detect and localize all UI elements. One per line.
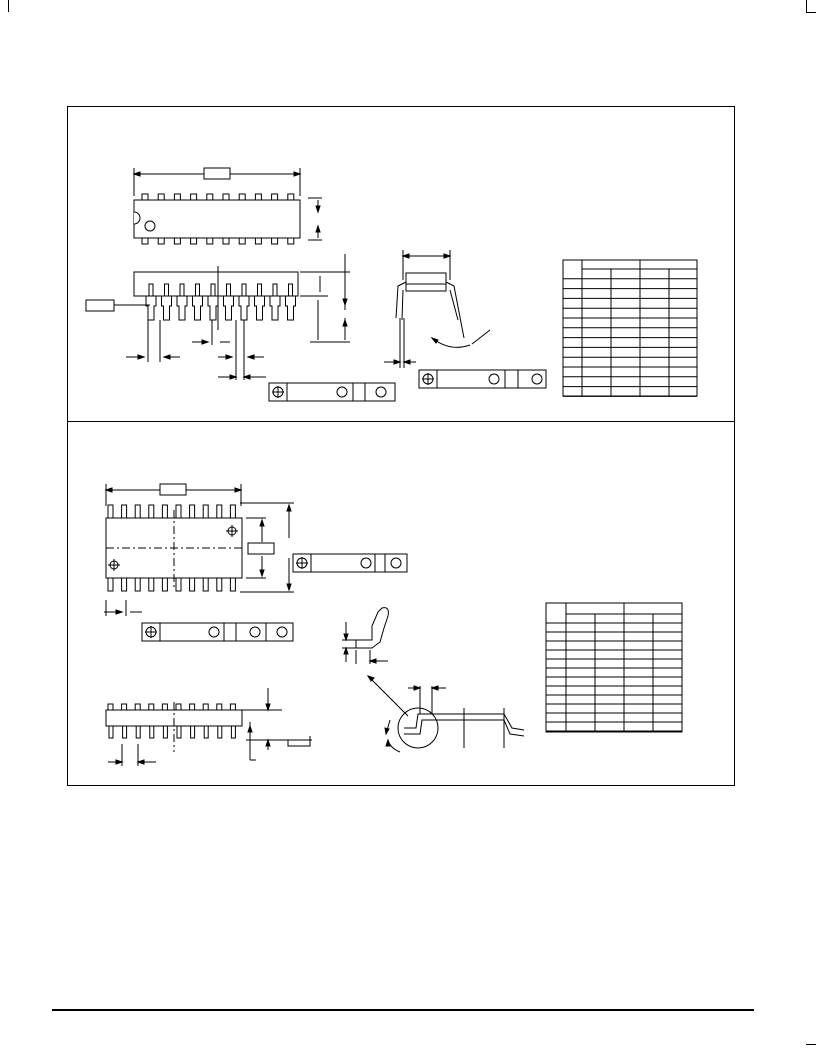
soic-lead-top [202,703,209,711]
dip-lead [192,296,203,321]
dip-lead-shoulder [226,283,231,297]
dip-pin [206,237,214,245]
soic-pin [121,504,128,519]
soic-lead-top [216,703,223,711]
dip-lead-shoulder [288,283,293,297]
dip-pin [141,237,149,245]
dip-lead [238,296,250,321]
soic-lead [108,726,114,739]
soic-lead-top [134,703,141,711]
soic-pin [134,577,141,592]
crop-mark-top-right-h [806,12,816,13]
soic-pin [175,577,182,592]
soic-pin [148,504,155,519]
soic-pin [107,504,114,519]
dip-lead [285,296,296,321]
dip-pin [222,193,230,201]
soic-pin [134,504,141,519]
dip-pin [173,193,181,201]
soic-pin [189,577,196,592]
dip-lead-shoulder [241,283,247,297]
soic-dimension-table [545,602,683,733]
soic-lead-top [121,703,128,711]
crop-mark-top-right-v [806,0,807,12]
dip-pin [238,193,246,201]
crop-mark-bottom-right [806,1044,816,1045]
dip-pin [287,193,295,201]
soic-lead-detail [342,607,389,664]
soic-pin [121,577,128,592]
dip-pin [287,237,295,245]
dip-lead [254,296,265,321]
dip-pin [190,193,198,201]
pin1-circle-icon [144,220,156,232]
soic-pin [216,504,223,519]
dip-pin [157,193,165,201]
dip-lead-shoulder [164,283,169,297]
dip-pin [254,193,262,201]
soic-pin [175,504,182,519]
soic-pin [229,577,236,592]
soic-pin [202,504,209,519]
dip-end-view [384,250,547,389]
soic-lead [230,726,236,739]
soic-lead-top [229,703,236,711]
dip-lead-shoulder [272,283,278,297]
soic-lead [149,726,155,739]
dip-lead [223,296,234,321]
soic-lead [162,726,168,739]
soic-pin [161,577,168,592]
soic-lead [176,726,182,739]
soic-lead [217,726,223,739]
soic-end-detail [366,675,525,753]
drawing-frame [67,106,735,786]
dip-pin [190,237,198,245]
soic-side-view [105,688,312,766]
soic-lead-top [175,703,182,711]
section-divider [67,421,735,422]
soic-pin [216,577,223,592]
footer-rule [52,1009,754,1011]
dip-pin [222,237,230,245]
soic-top-view [104,483,408,642]
soic-pin [107,577,114,592]
soic-pin [161,504,168,519]
crop-mark-top-left [8,0,9,12]
dip-pin [206,193,214,201]
soic-pin [202,577,209,592]
soic-lead [203,726,209,739]
dip-lead-shoulder [179,283,185,297]
dip-lead [176,296,188,321]
dip-pin [173,237,181,245]
dip-lead-shoulder [195,283,200,297]
dip-lead [207,296,219,321]
dip-lead [145,296,157,321]
dip-dimension-table [562,259,698,397]
soic-pin [189,504,196,519]
dip-pin [157,237,165,245]
dip-lead-shoulder [148,283,154,297]
soic-lead [135,726,141,739]
soic-pin [148,577,155,592]
dip-pin [271,237,279,245]
soic-lead-top [189,703,196,711]
dip-top-view [132,167,322,245]
dip-pin [141,193,149,201]
dip-pin [238,237,246,245]
soic-lead [190,726,196,739]
soic-lead-top [148,703,155,711]
dip-lead-shoulder [257,283,262,297]
dip-side-view [85,254,396,402]
soic-lead-top [107,703,114,711]
dip-lead [269,296,281,321]
dip-lead-shoulder [210,283,216,297]
soic-pin [229,504,236,519]
dip-pin [254,237,262,245]
soic-lead [122,726,128,739]
dip-lead [161,296,172,321]
soic-lead-top [161,703,168,711]
dip-pin [271,193,279,201]
